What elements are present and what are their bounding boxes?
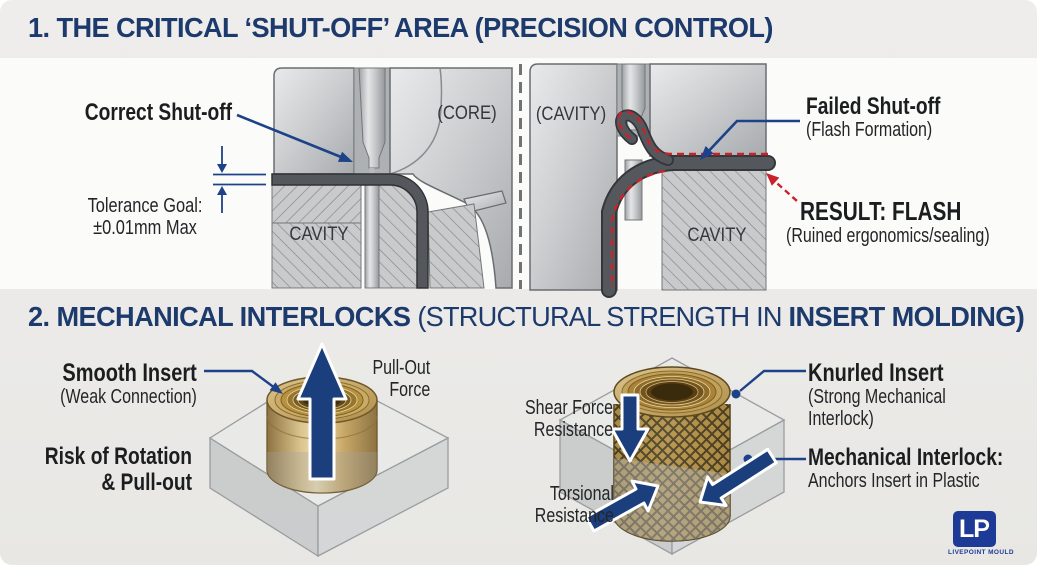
- pull-out-force-label: Pull-Out Force: [372, 357, 430, 401]
- tolerance-label: Tolerance Goal: ±0.01mm Max: [87, 195, 203, 239]
- knurled-insert-sub2: Interlock): [808, 407, 874, 430]
- section1-title: 1. THE CRITICAL ‘SHUT-OFF’ AREA (PRECISI…: [28, 12, 773, 43]
- livepoint-logo: LP LIVEPOINT MOULD: [948, 511, 1014, 556]
- shear-line2: Resistance: [533, 418, 613, 441]
- smooth-insert-title: Smooth Insert: [62, 359, 198, 387]
- pull-out-line2: Force: [389, 378, 430, 401]
- tolerance-line2: ±0.01mm Max: [93, 216, 197, 239]
- knurled-insert-label: Knurled Insert (Strong Mechanical Interl…: [808, 360, 946, 430]
- torsion-arrow-right-icon: [698, 447, 778, 507]
- pull-out-line1: Pull-Out: [372, 357, 430, 379]
- failed-shutoff-title: Failed Shut-off: [806, 93, 941, 120]
- torsional-line1: Torsional: [549, 483, 614, 505]
- mold-cross-section-failed: [529, 63, 776, 298]
- torsional-label: Torsional Resistance: [534, 483, 614, 527]
- flash-result-arrow-icon: [766, 173, 798, 202]
- correct-shutoff-arrow-icon: [236, 113, 353, 162]
- smooth-insert-sub: (Weak Connection): [60, 386, 197, 408]
- section2-title: 2. MECHANICAL INTERLOCKS (STRUCTURAL STR…: [28, 301, 1025, 333]
- tolerance-dimension-icon: [213, 146, 266, 213]
- knurled-insert-title: Knurled Insert: [808, 359, 944, 387]
- mechanical-interlock-sub: Anchors Insert in Plastic: [808, 469, 980, 492]
- failed-shutoff-label: Failed Shut-off (Flash Formation): [806, 94, 940, 142]
- shear-arrow-icon: [610, 393, 650, 463]
- logo-pin-dot: [980, 523, 986, 528]
- knurled-insert-sub1: (Strong Mechanical: [808, 386, 946, 408]
- tolerance-line1: Tolerance Goal:: [87, 195, 203, 217]
- section2-title-part1: 2. MECHANICAL INTERLOCKS: [28, 301, 418, 332]
- risk-line1: Risk of Rotation: [44, 443, 192, 470]
- cavity-paren-label: (CAVITY): [535, 104, 607, 125]
- mechanical-interlock-label: Mechanical Interlock: Anchors Insert in …: [808, 445, 1003, 493]
- cavity-label-left: CAVITY: [289, 224, 349, 245]
- pull-out-arrow-icon: [296, 342, 348, 481]
- smooth-insert-connector-icon: [204, 369, 283, 394]
- risk-line2: & Pull-out: [101, 468, 192, 496]
- shear-force-label: Shear Force Resistance: [524, 397, 613, 441]
- livepoint-logo-icon: LP: [952, 511, 996, 547]
- shear-line1: Shear Force: [524, 397, 613, 419]
- mold-cross-section-correct: [271, 67, 513, 289]
- failed-shutoff-sub: (Flash Formation): [806, 118, 933, 141]
- torsion-arrow-left-icon: [584, 479, 660, 533]
- smooth-insert-label: Smooth Insert (Weak Connection): [60, 360, 197, 409]
- knurled-insert-illustration: [558, 357, 786, 556]
- section2-title-part2: INSERT MOLDING): [788, 301, 1025, 332]
- section1-white-band: [0, 58, 1037, 289]
- cavity-label-right: CAVITY: [687, 225, 747, 246]
- result-flash-label: RESULT: FLASH: [800, 196, 962, 226]
- logo-initials: LP: [959, 515, 990, 543]
- logo-name: LIVEPOINT MOULD: [948, 549, 1014, 556]
- failed-shutoff-arrow-icon: [700, 119, 800, 160]
- correct-shutoff-label: Correct Shut-off: [84, 99, 232, 126]
- knurled-insert-connector-icon: [731, 369, 806, 399]
- result-flash-sub: (Ruined ergonomics/sealing): [786, 225, 990, 247]
- risk-label: Risk of Rotation & Pull-out: [45, 444, 192, 496]
- section2-title-mid: (STRUCTURAL STRENGTH IN: [417, 301, 789, 332]
- core-label: (CORE): [437, 103, 497, 124]
- torsional-line2: Resistance: [534, 504, 614, 527]
- mechanical-interlock-title: Mechanical Interlock:: [808, 444, 1004, 471]
